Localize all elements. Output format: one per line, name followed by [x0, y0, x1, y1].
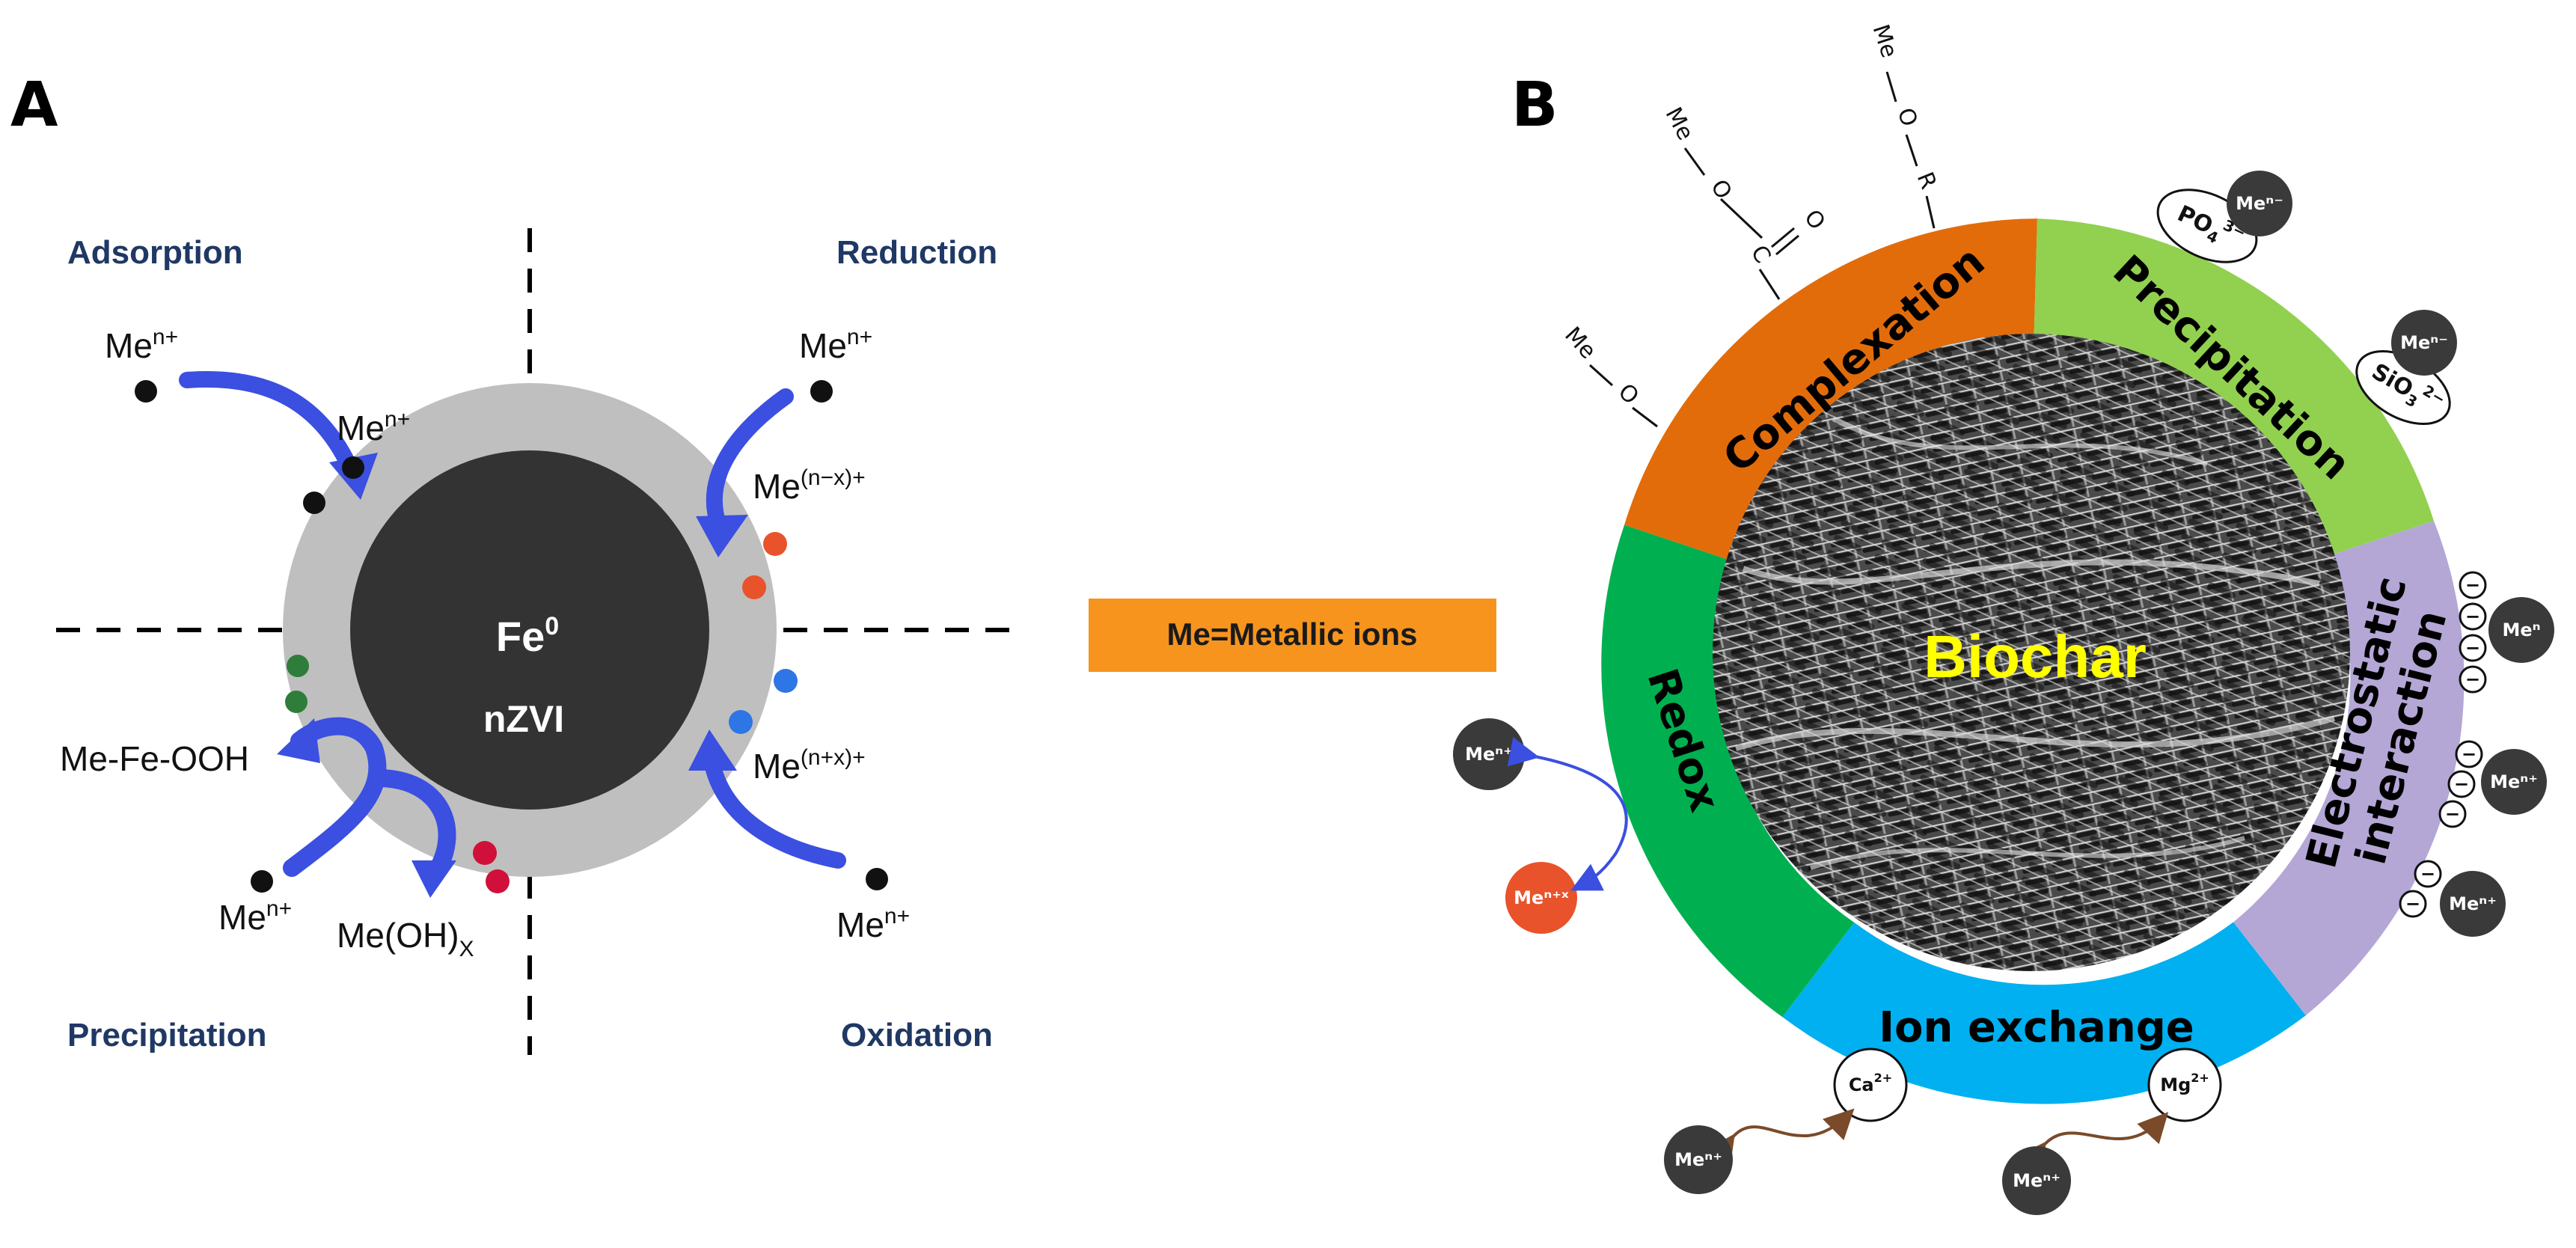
ion-me-n-plus-electro-2: [2440, 871, 2506, 937]
svg-text:−: −: [2405, 893, 2420, 914]
biochar-label: Biochar: [1924, 623, 2147, 690]
oxidized-ion-dot-2: [729, 710, 753, 734]
reduced-ion-dot-1: [763, 532, 787, 556]
oxidized-ion-dot-1: [774, 669, 798, 693]
hydroxide-dot-2: [486, 869, 510, 893]
segment-redox: [1601, 524, 1855, 1018]
svg-text:Meⁿ⁺: Meⁿ⁺: [1465, 744, 1513, 765]
svg-text:Meⁿ⁺: Meⁿ⁺: [2449, 893, 2497, 914]
svg-text:Meⁿ⁻: Meⁿ⁻: [2236, 193, 2283, 214]
ion-me-n-plus-redox: [1453, 718, 1525, 790]
ion-me-n-minus-2: [2391, 310, 2457, 376]
svg-text:Meⁿ⁺ˣ: Meⁿ⁺ˣ: [1514, 887, 1569, 908]
svg-text:−: −: [2465, 637, 2480, 658]
svg-text:C: C: [1746, 241, 1776, 268]
ion-me-n-plus-electro-1: [2481, 749, 2547, 815]
panel-a-letter: A: [10, 70, 58, 141]
reduced-me-label: Me(n−x)+: [753, 465, 866, 506]
ion-me-n-1: [2488, 597, 2554, 663]
adsorbed-ion-dot-1: [342, 456, 364, 479]
svg-text:Meⁿ⁺: Meⁿ⁺: [2013, 1170, 2061, 1191]
quadrant-oxidation: Oxidation: [841, 1017, 993, 1053]
adsorbed-ion-dot-2: [303, 492, 325, 514]
svg-text:Meⁿ⁺: Meⁿ⁺: [1674, 1149, 1722, 1170]
precipitation-anions: PO43− SiO32−: [2156, 189, 2451, 426]
quadrant-precipitation: Precipitation: [67, 1017, 267, 1053]
svg-text:−: −: [2465, 606, 2480, 627]
feooh-dot-2: [285, 691, 308, 713]
svg-text:−: −: [2445, 804, 2460, 825]
svg-text:O: O: [1799, 205, 1830, 236]
oxidation-ion-dot: [866, 868, 888, 890]
mechanism-ring: [1601, 218, 2465, 1104]
svg-text:O: O: [1705, 175, 1737, 204]
label-ion-exchange: Ion exchange: [1879, 1003, 2194, 1052]
adsorption-ion-dot: [135, 380, 157, 403]
hydroxide-label: Me(OH)X: [337, 916, 474, 961]
svg-text:R: R: [1912, 168, 1942, 192]
svg-text:Me: Me: [1867, 22, 1903, 61]
oxidation-arrowhead: [688, 729, 737, 771]
svg-text:Me: Me: [1660, 103, 1699, 145]
redox-arrow: [1507, 737, 1628, 891]
panel-b-letter: B: [1511, 70, 1558, 141]
precipitation-arrowhead-up: [277, 718, 320, 763]
reduction-ion-dot: [810, 380, 833, 403]
svg-text:O: O: [1891, 105, 1922, 130]
exchange-arrow-mg: [2016, 1112, 2169, 1175]
svg-text:Meⁿ⁻: Meⁿ⁻: [2400, 332, 2448, 353]
svg-text:−: −: [2420, 863, 2435, 884]
hydroxide-dot-1: [473, 841, 497, 865]
segment-complexation: [1624, 218, 2037, 562]
svg-text:−: −: [2454, 774, 2469, 795]
legend-text: Me=Metallic ions: [1167, 617, 1418, 652]
magnesium-label: Mg2+: [2160, 1071, 2209, 1095]
core-label-fe: Fe0: [496, 612, 559, 660]
adsorption-arrow: [179, 371, 360, 480]
reduction-me-label: Men+: [799, 325, 872, 365]
svg-text:−: −: [2465, 575, 2480, 596]
quadrant-reduction: Reduction: [836, 234, 997, 271]
magnesium-ion: [2147, 1047, 2222, 1122]
ion-me-n-plus-exchange-1: [1664, 1125, 1733, 1194]
fe-core: [350, 450, 709, 810]
feooh-label: Me-Fe-OOH: [60, 739, 249, 778]
precipitation-arrow-up: [283, 717, 387, 877]
svg-text:Me: Me: [1559, 322, 1601, 364]
quadrant-adsorption: Adsorption: [67, 234, 243, 271]
svg-text:Meⁿ: Meⁿ: [2502, 620, 2540, 640]
precipitation-arrow-down: [369, 769, 456, 884]
reduced-ion-dot-2: [742, 575, 766, 599]
segment-precipitation: [2034, 218, 2434, 557]
reduction-arrowhead: [696, 515, 748, 557]
ion-me-n-plus-exchange-2: [2002, 1146, 2071, 1215]
precipitation-ion-dot: [251, 870, 273, 893]
adsorbed-me-label: Men+: [337, 407, 410, 447]
feooh-dot-1: [287, 655, 309, 677]
svg-text:−: −: [2465, 669, 2480, 690]
legend-box: [1089, 599, 1496, 672]
precipitation-me-label: Men+: [218, 896, 292, 937]
svg-text:−: −: [2462, 744, 2476, 765]
calcium-label: Ca2+: [1849, 1071, 1892, 1095]
svg-text:O: O: [1613, 379, 1644, 410]
calcium-ion: [1833, 1047, 1908, 1122]
oxidation-arrow: [703, 747, 846, 869]
adsorption-me-label: Men+: [105, 325, 178, 365]
svg-text:Meⁿ⁺: Meⁿ⁺: [2490, 771, 2538, 792]
oxidation-me-label: Men+: [836, 904, 910, 944]
negative-charges: − − − − − − − − −: [2399, 571, 2487, 918]
core-label-nzvi: nZVI: [483, 698, 564, 740]
oxidized-me-label: Me(n+x)+: [753, 745, 866, 786]
biochar-core: [1713, 334, 2350, 971]
ion-me-n-minus-1: [2227, 171, 2292, 236]
exchange-arrow-ca: [1705, 1108, 1855, 1167]
precipitation-arrowhead-down: [412, 860, 456, 898]
reduction-arrow: [706, 388, 794, 532]
